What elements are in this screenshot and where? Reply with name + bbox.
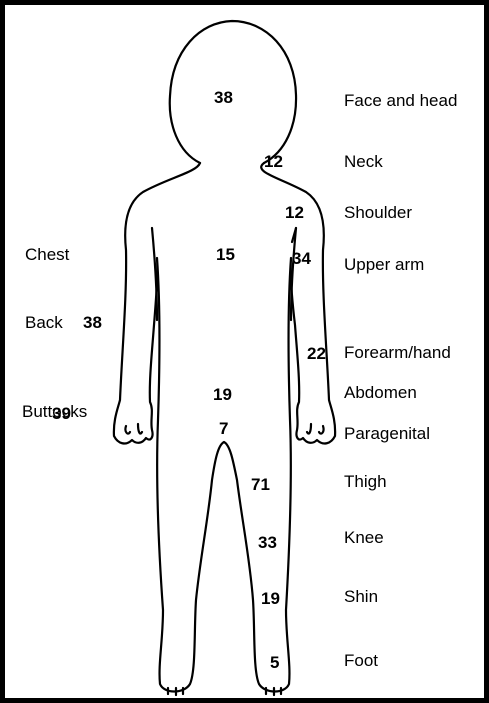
label-shin: Shin (344, 587, 378, 606)
label-face-head: Face and head (344, 91, 457, 110)
count-back: 38 (83, 313, 102, 332)
region-labels: Face and head Neck Shoulder Chest Upper … (22, 91, 457, 670)
count-shoulder: 12 (285, 203, 304, 222)
count-thigh: 71 (251, 475, 270, 494)
count-knee: 33 (258, 533, 277, 552)
count-abdomen: 19 (213, 385, 232, 404)
count-upper-arm: 34 (292, 249, 311, 268)
count-chest: 15 (216, 245, 235, 264)
label-chest: Chest (25, 245, 70, 264)
label-buttocks: Buttocks (22, 402, 87, 421)
region-counts: 38 12 12 15 34 38 22 19 39 7 71 33 19 5 (52, 88, 326, 672)
left-hand-detail (125, 424, 142, 434)
label-paragenital: Paragenital (344, 424, 430, 443)
label-foot: Foot (344, 651, 378, 670)
label-abdomen: Abdomen (344, 383, 417, 402)
count-face-head: 38 (214, 88, 233, 107)
right-hand-detail (307, 424, 324, 434)
label-neck: Neck (344, 152, 383, 171)
label-back: Back (25, 313, 63, 332)
count-shin: 19 (261, 589, 280, 608)
label-forearm-hand: Forearm/hand (344, 343, 451, 362)
count-paragenital: 7 (219, 419, 228, 438)
label-knee: Knee (344, 528, 384, 547)
count-foot: 5 (270, 653, 279, 672)
label-upper-arm: Upper arm (344, 255, 424, 274)
child-body-outline (114, 21, 335, 695)
count-forearm-hand: 22 (307, 344, 326, 363)
count-neck: 12 (264, 152, 283, 171)
label-shoulder: Shoulder (344, 203, 412, 222)
label-thigh: Thigh (344, 472, 387, 491)
